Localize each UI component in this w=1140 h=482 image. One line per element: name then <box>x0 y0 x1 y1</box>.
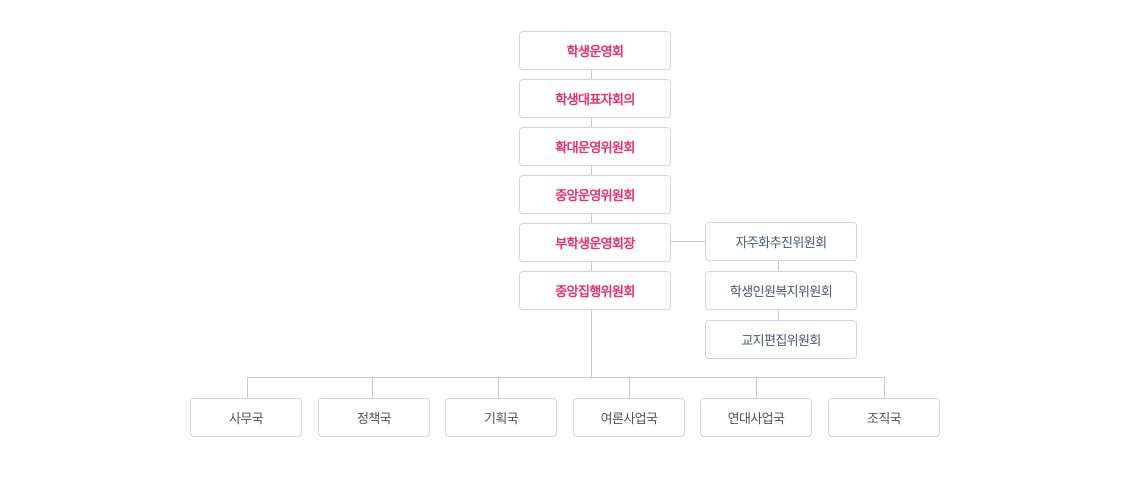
main-chain-connector <box>591 166 592 175</box>
main-chain-connector <box>591 214 592 223</box>
main-chain-connector <box>591 70 592 79</box>
central-executive-committee-node: 중앙집행위원회 <box>519 271 671 310</box>
organization-node: 조직국 <box>828 398 940 437</box>
expanded-steering-committee-node: 확대운영위원회 <box>519 127 671 166</box>
department-drop-connector <box>372 377 373 398</box>
trunk-connector <box>591 310 592 377</box>
public-opinion-node: 여론사업국 <box>573 398 685 437</box>
central-steering-committee-node: 중앙운영위원회 <box>519 175 671 214</box>
department-drop-connector <box>498 377 499 398</box>
secretariat-node: 사무국 <box>190 398 302 437</box>
department-drop-connector <box>756 377 757 398</box>
committee-branch-connector <box>671 241 705 242</box>
student-council-node: 학생운영회 <box>519 31 671 70</box>
student-representatives-meeting-node: 학생대표자회의 <box>519 79 671 118</box>
policy-node: 정책국 <box>318 398 430 437</box>
main-chain-connector <box>591 262 592 271</box>
newspaper-editorial-committee-node: 교지편집위원회 <box>705 320 857 359</box>
department-bus-connector <box>247 377 885 378</box>
main-chain-connector <box>591 118 592 127</box>
solidarity-node: 연대사업국 <box>700 398 812 437</box>
vice-president-node: 부학생운영회장 <box>519 223 671 262</box>
autonomy-promotion-committee-node: 자주화추진위원회 <box>705 222 857 261</box>
planning-node: 기획국 <box>445 398 557 437</box>
department-drop-connector <box>629 377 630 398</box>
department-drop-connector <box>247 377 248 398</box>
committee-connector <box>778 261 779 271</box>
committee-connector <box>778 310 779 320</box>
department-drop-connector <box>884 377 885 398</box>
student-rights-welfare-committee-node: 학생인원복지위원회 <box>705 271 857 310</box>
